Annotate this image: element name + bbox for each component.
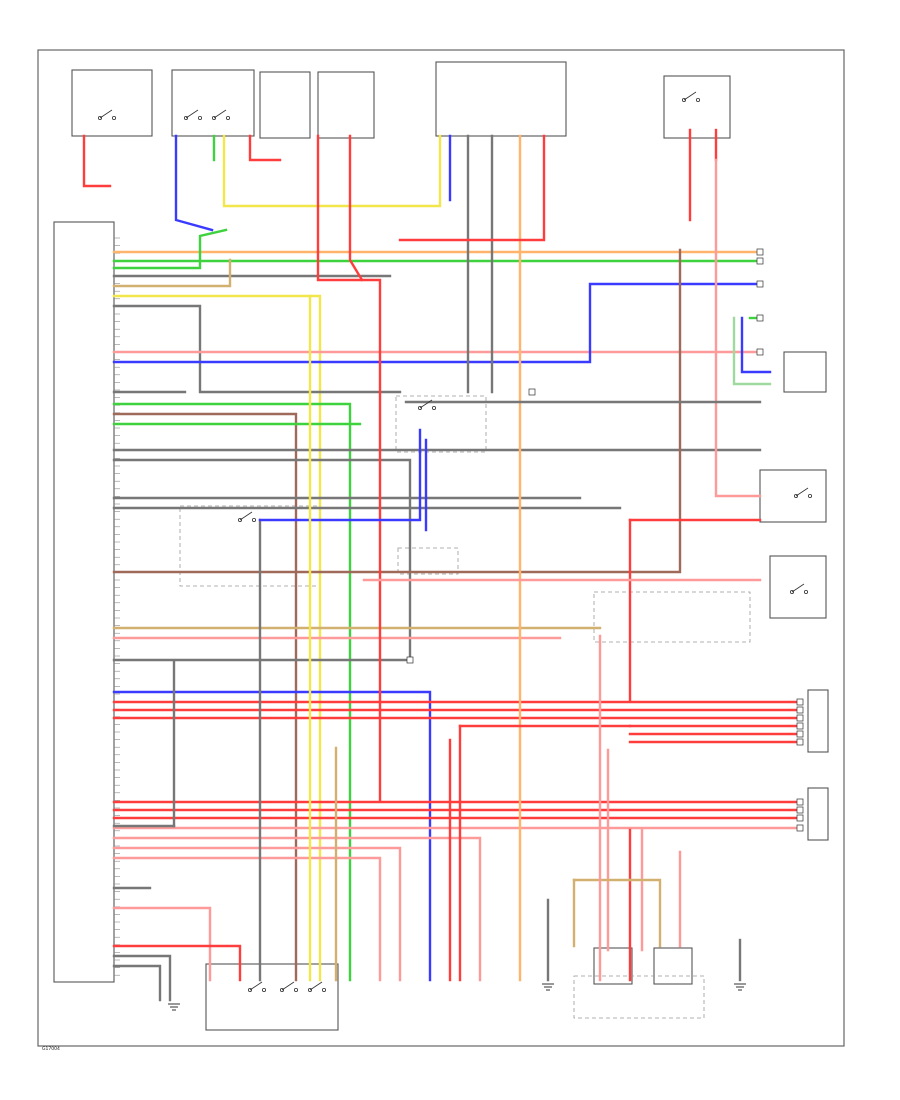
- connector-icon: [796, 722, 804, 730]
- wire-harness: [82, 128, 802, 1002]
- sub-frame-4: [593, 591, 751, 643]
- wire-blue: [112, 282, 762, 364]
- wire-blue: [112, 690, 432, 982]
- instrument-cluster: [435, 61, 567, 137]
- wire-gray: [112, 458, 412, 662]
- transmission-range-switch-2: [171, 69, 255, 137]
- switch-icon: [99, 109, 113, 119]
- wire-red: [82, 134, 112, 188]
- wire-yellow: [222, 134, 442, 208]
- transmission-fluid-temp-switch: [769, 555, 827, 619]
- wire-red: [398, 134, 546, 242]
- connector-icon: [756, 348, 764, 356]
- switch-icon: [293, 988, 298, 993]
- wire-brown: [112, 248, 682, 574]
- wire-pink: [112, 846, 402, 982]
- connector-icon: [756, 257, 764, 265]
- connector-icon: [756, 248, 764, 256]
- switch-icon: [791, 583, 805, 593]
- wire-pink: [112, 906, 212, 982]
- wire-gray: [112, 964, 162, 1002]
- switch-icon: [431, 405, 436, 410]
- wire-blue: [258, 428, 422, 522]
- switch-icon: [213, 109, 227, 119]
- wire-red: [348, 134, 364, 282]
- switch-icon: [281, 981, 295, 991]
- switch-icon: [309, 981, 323, 991]
- switch-icon: [795, 487, 809, 497]
- wire-brown: [112, 412, 298, 982]
- shift-solenoid-b: [653, 947, 693, 985]
- wire-blue: [174, 134, 214, 232]
- switch-icon: [321, 988, 326, 993]
- connector-icon: [796, 730, 804, 738]
- switch-icon: [239, 511, 253, 521]
- connector-icon: [756, 280, 764, 288]
- wire-gray: [112, 304, 402, 394]
- brake-and-clutch-switches: [205, 963, 339, 1031]
- wire-red: [316, 134, 382, 802]
- wire-gray: [112, 954, 172, 1002]
- connector-icon: [796, 698, 804, 706]
- sub-frame-1: [179, 505, 321, 587]
- connector-icon: [796, 814, 804, 822]
- connector-icon: [756, 314, 764, 322]
- wire-yellow: [112, 294, 322, 982]
- switch-icon: [251, 518, 256, 523]
- ground-distribution-connector: [783, 351, 827, 393]
- wire-red: [112, 944, 242, 982]
- switch-icon: [185, 109, 199, 119]
- ecm-pin-rows: [114, 237, 120, 976]
- connector-icon: [796, 824, 804, 832]
- switch-icon: [696, 98, 701, 103]
- switch-icon: [419, 399, 433, 409]
- connector-icon: [796, 738, 804, 746]
- park-neutral-switch: [759, 469, 827, 523]
- diagram-code: G17004: [42, 1046, 60, 1052]
- wire-lightgreen: [732, 316, 772, 386]
- wire-green: [112, 402, 352, 982]
- connector-icon: [528, 388, 536, 396]
- wire-blue: [740, 316, 772, 374]
- switch-icon: [804, 590, 809, 595]
- switch-icon: [225, 116, 230, 121]
- right-connector-2: [807, 787, 829, 841]
- hot-in-run-fuse: [317, 71, 375, 139]
- wire-pink: [112, 856, 382, 982]
- wire-red: [248, 134, 282, 162]
- connector-icon: [796, 806, 804, 814]
- transmission-range-switch: [71, 69, 153, 137]
- grounds: [98, 91, 813, 1011]
- connector-icon: [796, 714, 804, 722]
- wire-pink: [714, 158, 762, 498]
- sub-frame-2: [395, 395, 487, 453]
- connector-icon: [796, 798, 804, 806]
- wire-green: [112, 228, 228, 270]
- engine-control-module: [53, 221, 115, 983]
- right-connector-1: [807, 689, 829, 753]
- switch-icon: [261, 988, 266, 993]
- wire-tan: [112, 258, 232, 288]
- connector-icon: [796, 706, 804, 714]
- sub-frame-5: [573, 975, 705, 1019]
- switch-icon: [197, 116, 202, 121]
- hot-at-all-times-fuse: [259, 71, 311, 139]
- switch-icon: [112, 116, 117, 121]
- diagram-border: [37, 49, 845, 1047]
- wire-tan: [572, 878, 662, 948]
- wire-pink: [112, 836, 482, 982]
- switch-icon: [683, 91, 697, 101]
- fuse-relay-box: [663, 75, 731, 139]
- switch-icon: [249, 981, 263, 991]
- sub-frame-3: [397, 547, 459, 575]
- switch-icon: [808, 493, 813, 498]
- connector-icon: [406, 656, 414, 664]
